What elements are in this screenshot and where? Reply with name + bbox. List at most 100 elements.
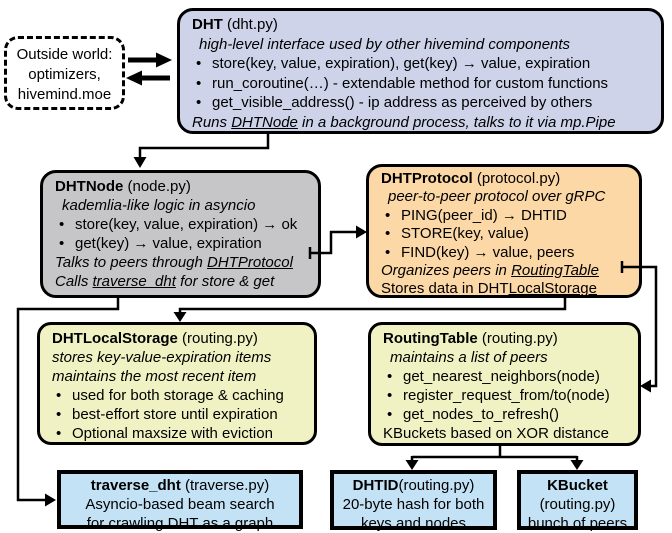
routingtable-title-file: (routing.py) (477, 330, 558, 347)
dht-footer: Runs DHTNode in a background process, ta… (192, 113, 651, 133)
dhtnode-title-name: DHTNode (55, 178, 124, 195)
outside-world-box: Outside world: optimizers, hivemind.moe (4, 36, 125, 110)
dhtprotocol-bullet: • PING(peer_id) → DHTID (381, 207, 629, 225)
dhtid-title: DHTID(routing.py) (338, 476, 489, 495)
dhtprotocol-subtitle: peer-to-peer protocol over gRPC (388, 188, 606, 206)
bullet-text: best-effort store until expiration (72, 406, 278, 423)
dhtlocalstorage-bullet: • best-effort store until expiration (52, 405, 304, 424)
dhtlocalstorage-box: DHTLocalStorage (routing.py) stores key-… (37, 322, 317, 445)
bullet-glyph: • (387, 368, 393, 385)
dhtlocalstorage-title-file: (routing.py) (177, 330, 258, 347)
dhtnode-note-traverse: Calls traverse_dht for store & get (55, 272, 308, 291)
outside-world-line: optimizers, (28, 66, 101, 83)
bullet-text: Optional maxsize with eviction (72, 425, 273, 442)
bullet-text: PING(peer_id) → DHTID (401, 206, 567, 224)
arrow-outside-to-dht (128, 52, 172, 68)
dht-subtitle: high-level interface used by other hivem… (199, 35, 571, 53)
bullet-text: store(key, value, expiration), get(key) … (212, 55, 591, 72)
dhtid-line: 20-byte hash for both (342, 496, 485, 513)
bullet-text: run_coroutine(…) - extendable method for… (212, 74, 609, 92)
bullet-glyph: • (56, 425, 62, 442)
routingtable-subtitle: maintains a list of peers (390, 349, 548, 366)
outside-world-line: Outside world: (16, 46, 113, 63)
dhtlocalstorage-bullet: • Optional maxsize with eviction (52, 424, 304, 443)
outside-world-line: hivemind.moe (17, 86, 112, 103)
dhtid-title-file: (routing.py) (398, 477, 475, 494)
bullet-glyph: • (56, 406, 62, 423)
note-prefix: Calls (55, 273, 93, 290)
dhtprotocol-title-file: (protocol.py) (472, 170, 561, 187)
note-prefix: Talks to peers through (55, 254, 208, 271)
bullet-glyph: • (385, 225, 391, 243)
traverse-dht-title-file: (traverse.py) (180, 477, 270, 494)
dhtprotocol-note-routing: Organizes peers in RoutingTable (381, 262, 629, 280)
bullet-glyph: • (59, 235, 65, 252)
bullet-text: get_nodes_to_refresh() (403, 406, 559, 423)
bullet-text: get_nearest_neighbors(node) (403, 368, 600, 385)
traverse-dht-line: Asyncio-based beam search (85, 496, 275, 513)
kbucket-box: KBucket (routing.py) bunch of peers (517, 470, 638, 532)
routingtable-box: RoutingTable (routing.py) maintains a li… (368, 322, 641, 446)
traverse-dht-title-name: traverse_dht (90, 477, 181, 494)
dht-footer-suffix: in a background process, talks to it via… (297, 113, 616, 131)
dhtprotocol-title-name: DHTProtocol (381, 170, 473, 187)
routingtable-title-name: RoutingTable (383, 330, 478, 347)
arrow-dhtprotocol-to-dhtlocalstorage (173, 297, 567, 322)
dhtprotocol-bullet: • FIND(key) → value, peers (381, 244, 629, 262)
bullet-glyph: • (196, 55, 202, 72)
dht-bullet: •run_coroutine(…) - extendable method fo… (192, 74, 651, 94)
routingtable-link: RoutingTable (511, 262, 599, 280)
bullet-text: store(key, value, expiration) → ok (75, 216, 298, 233)
dhtid-box: DHTID(routing.py) 20-byte hash for both … (330, 470, 497, 532)
bullet-glyph: • (387, 406, 393, 423)
bullet-text: get_visible_address() - ip address as pe… (212, 94, 593, 111)
kbucket-title: KBucket (547, 477, 608, 494)
dhtnode-subtitle: kademlia-like logic in asyncio (62, 197, 256, 214)
dht-bullet: • store(key, value, expiration), get(key)… (192, 54, 651, 74)
bullet-glyph: • (56, 387, 62, 404)
routingtable-bullet: •register_request_from/to(node) (383, 386, 628, 405)
dhtprotocol-bullet: • STORE(key, value) (381, 225, 629, 243)
dhtprotocol-link: DHTProtocol (207, 254, 293, 271)
traverse-dht-box: traverse_dht (traverse.py) Asyncio-based… (57, 470, 303, 532)
dht-title-file: (dht.py) (222, 16, 278, 33)
dhtnode-note-protocol: Talks to peers through DHTProtocol (55, 253, 308, 272)
bullet-text: FIND(key) → value, peers (401, 243, 575, 261)
kbucket-line: (routing.py) (539, 496, 616, 513)
dht-box: DHT (dht.py) high-level interface used b… (177, 8, 664, 134)
bullet-text: STORE(key, value) (401, 225, 529, 243)
bullet-glyph: • (385, 243, 391, 261)
traverse-dht-title: traverse_dht (traverse.py) (65, 476, 295, 495)
note-suffix: for store & get (175, 273, 275, 290)
dht-title-name: DHT (192, 16, 223, 33)
arrow-dht-to-dhtnode (133, 133, 270, 168)
dht-footer-link: DHTNode (231, 113, 298, 131)
dhtnode-title-file: (node.py) (123, 178, 191, 195)
dhtnode-bullet: • store(key, value, expiration) → ok (55, 215, 308, 234)
dhtnode-title: DHTNode (node.py) (55, 177, 308, 196)
bullet-text: get(key) → value, expiration (75, 235, 262, 252)
bullet-glyph: • (385, 206, 391, 224)
localstorage-link: LocalStorage (508, 280, 597, 298)
dhtprotocol-box: DHTProtocol (protocol.py) peer-to-peer p… (366, 164, 642, 298)
bullet-glyph: • (196, 94, 202, 111)
arrow-dht-to-outside (126, 70, 170, 86)
dhtid-line: keys and nodes (360, 515, 467, 532)
routingtable-footer: KBuckets based on XOR distance (383, 425, 609, 442)
dht-footer-prefix: Runs (192, 113, 232, 131)
dhtlocalstorage-subtitle: stores key-value-expiration items (52, 349, 272, 366)
note-prefix: Stores data in DHT (381, 280, 509, 298)
routingtable-bullet: • get_nearest_neighbors(node) (383, 367, 628, 386)
bullet-glyph: • (59, 216, 65, 233)
dhtlocalstorage-title: DHTLocalStorage (routing.py) (52, 329, 304, 348)
routingtable-bullet: • get_nodes_to_refresh() (383, 405, 628, 424)
kbucket-line: bunch of peers (527, 515, 628, 532)
dht-title: DHT (dht.py) (192, 15, 651, 35)
dhtnode-bullet: • get(key) → value, expiration (55, 234, 308, 253)
dhtlocalstorage-title-name: DHTLocalStorage (52, 330, 178, 347)
dhtid-title-name: DHTID (352, 477, 399, 494)
dhtprotocol-title: DHTProtocol (protocol.py) (381, 170, 629, 188)
note-prefix: Organizes peers in (381, 262, 512, 280)
arrow-routingtable-to-dhtid-kbucket (405, 445, 584, 470)
routingtable-title: RoutingTable (routing.py) (383, 329, 628, 348)
